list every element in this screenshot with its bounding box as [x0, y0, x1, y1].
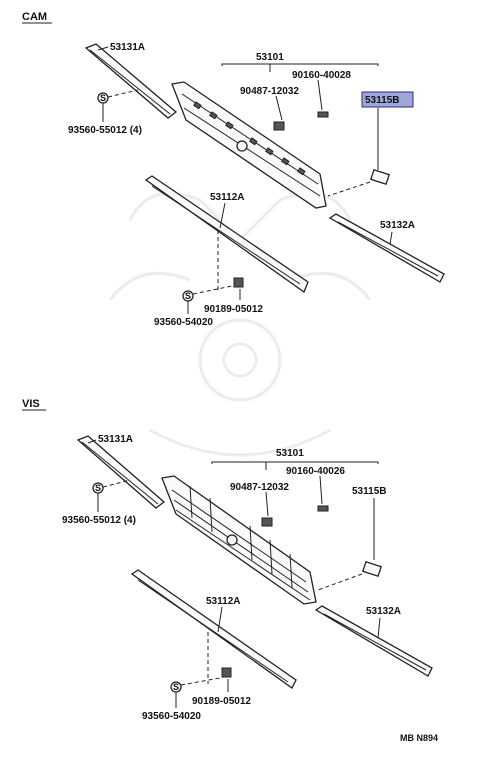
- part-label-highlighted[interactable]: 53115B: [365, 95, 399, 106]
- part-label[interactable]: 53112A: [210, 192, 244, 203]
- part-label[interactable]: 53101: [276, 448, 304, 459]
- fastener-icon[interactable]: [221, 667, 232, 678]
- svg-text:S: S: [100, 93, 106, 103]
- part-label[interactable]: 93560-55012 (4): [62, 515, 136, 526]
- part-label[interactable]: 53132A: [380, 220, 415, 231]
- part-label[interactable]: 93560-55012 (4): [68, 125, 142, 136]
- lower-molding-part[interactable]: [130, 569, 297, 689]
- part-label[interactable]: 53132A: [366, 606, 401, 617]
- section-cam: CAM 53131A S 93560-55012 (4): [22, 11, 445, 328]
- upper-molding-part[interactable]: [76, 435, 166, 509]
- part-label[interactable]: 53101: [256, 52, 284, 63]
- retainer-icon[interactable]: [362, 560, 382, 578]
- part-label[interactable]: 90189-05012: [192, 696, 251, 707]
- section-title: CAM: [22, 11, 47, 23]
- screw-icon[interactable]: [317, 111, 329, 118]
- nut-icon[interactable]: [273, 121, 285, 131]
- svg-text:S: S: [95, 483, 101, 493]
- side-molding-part[interactable]: [328, 213, 445, 283]
- section-title: VIS: [22, 398, 40, 410]
- svg-text:S: S: [185, 291, 191, 301]
- grille-part[interactable]: [171, 81, 327, 209]
- upper-molding-part[interactable]: [84, 43, 178, 119]
- part-label[interactable]: 93560-54020: [154, 317, 213, 328]
- section-vis: VIS 53131A S 93560-55012 (4) 53101 90160…: [22, 398, 433, 722]
- part-label[interactable]: 90189-05012: [204, 304, 263, 315]
- part-label[interactable]: 90487-12032: [240, 86, 299, 97]
- part-label[interactable]: 93560-54020: [142, 711, 201, 722]
- screw-icon[interactable]: [317, 505, 329, 512]
- retainer-icon[interactable]: [370, 168, 390, 186]
- part-label[interactable]: 90160-40026: [286, 466, 345, 477]
- side-molding-part[interactable]: [314, 605, 433, 677]
- part-label[interactable]: 53131A: [98, 434, 133, 445]
- svg-text:S: S: [173, 682, 179, 692]
- highlight-box: [361, 91, 414, 108]
- nut-icon[interactable]: [261, 517, 273, 527]
- lower-molding-part[interactable]: [144, 175, 309, 294]
- part-label[interactable]: 53112A: [206, 596, 240, 607]
- part-label[interactable]: 53131A: [110, 42, 145, 53]
- grille-part[interactable]: [161, 475, 317, 605]
- part-label[interactable]: 53115B: [352, 486, 386, 497]
- fastener-icon[interactable]: [233, 277, 244, 288]
- watermark-emblem: [108, 191, 372, 457]
- part-label[interactable]: 90487-12032: [230, 482, 289, 493]
- part-label[interactable]: 90160-40028: [292, 70, 351, 81]
- footer-code: MB N894: [400, 733, 438, 743]
